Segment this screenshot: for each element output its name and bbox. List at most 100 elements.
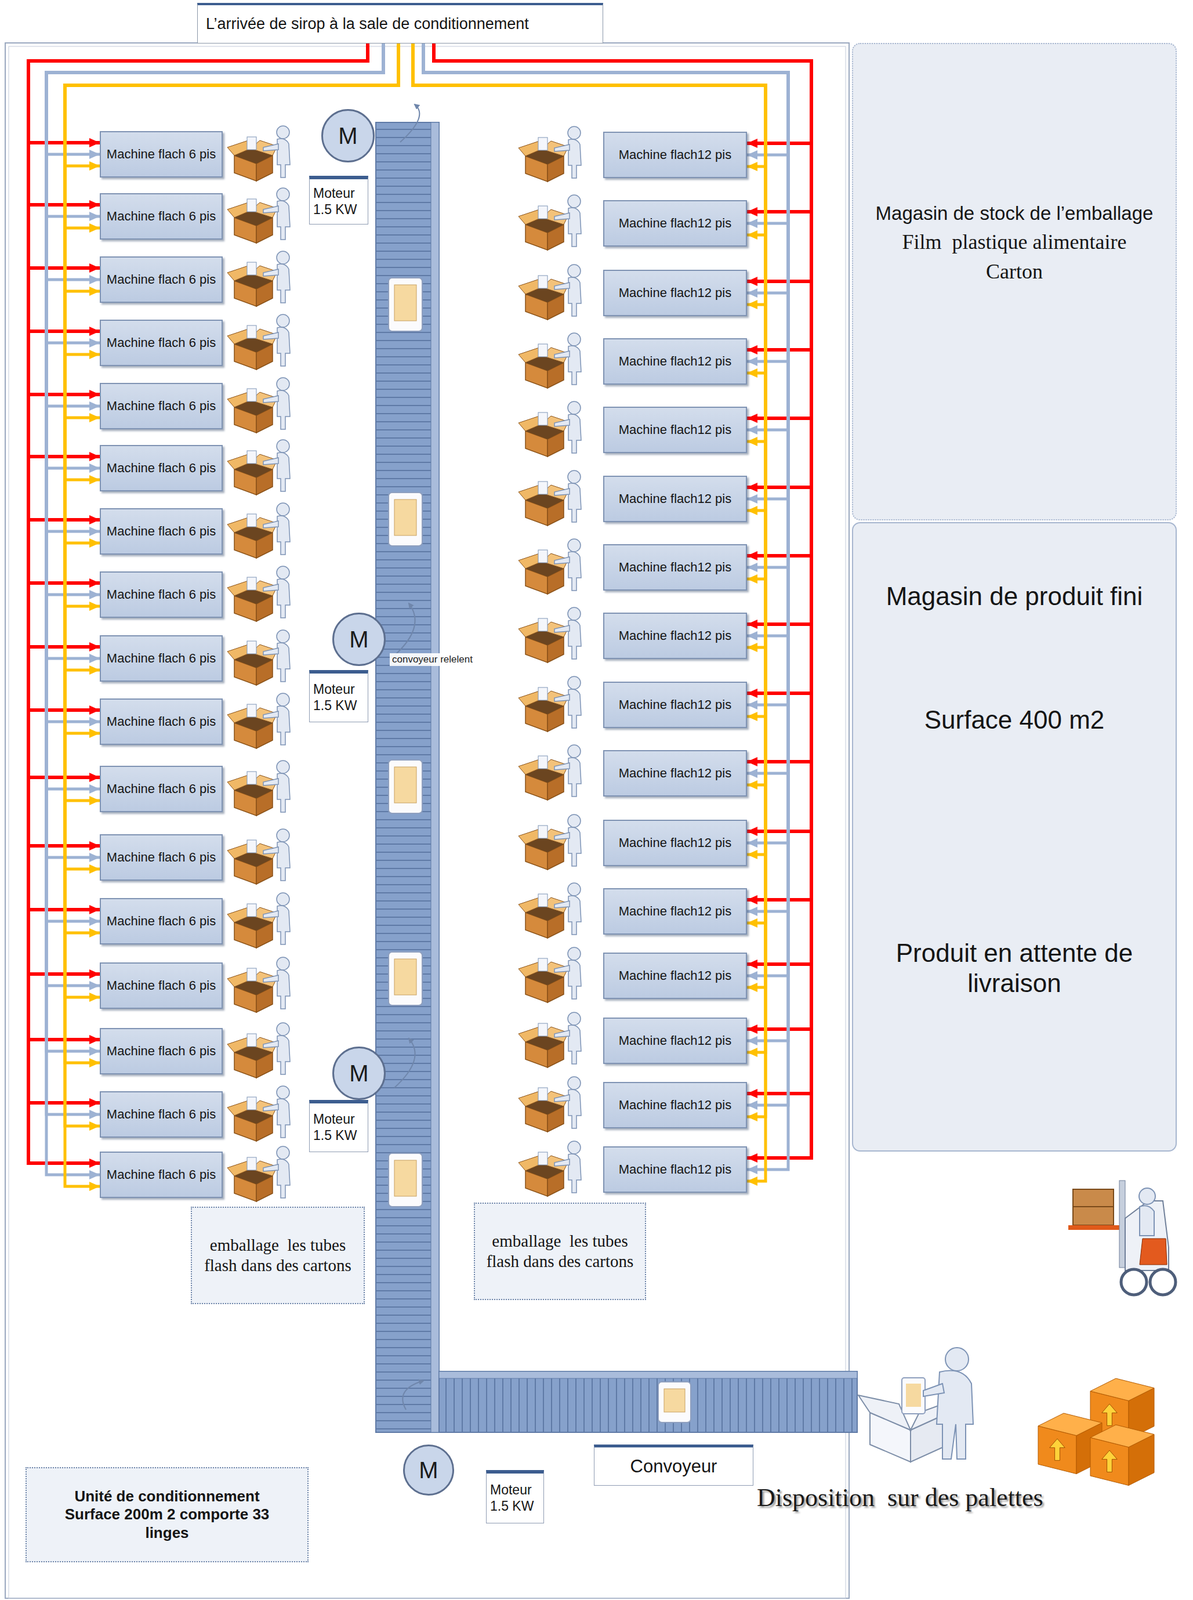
node-text: Machine flach 6 pis	[106, 398, 216, 414]
syrup-pipe	[433, 43, 812, 1029]
syrup-pipe	[412, 43, 766, 442]
syrup-pipe	[64, 43, 399, 1126]
node-text: Machine flach12 pis	[618, 147, 732, 163]
motor-circle: M	[321, 109, 375, 163]
syrup-pipe	[28, 43, 368, 268]
syrup-pipe	[412, 43, 766, 373]
motor-label-box: Moteur 1.5 KW	[309, 669, 369, 723]
syrup-pipe	[423, 43, 789, 430]
machine-box: Machine flach12 pis	[603, 612, 748, 659]
machine-box: Machine flach 6 pis	[99, 256, 223, 303]
syrup-pipe	[46, 43, 384, 722]
worker-icon	[518, 264, 582, 320]
syrup-pipe	[28, 43, 368, 457]
syrup-pipe	[412, 43, 766, 855]
machine-box: Machine flach12 pis	[603, 1146, 748, 1193]
syrup-pipe	[28, 43, 368, 647]
machine-box: Machine flach12 pis	[603, 475, 748, 522]
machine-box: Machine flach12 pis	[603, 131, 748, 179]
node-text: Machine flach 6 pis	[106, 586, 216, 603]
worker-icon	[518, 1012, 582, 1068]
machine-box: Machine flach 6 pis	[99, 897, 223, 945]
syrup-pipe	[28, 43, 368, 1163]
syrup-pipe	[28, 43, 368, 1040]
syrup-pipe	[423, 43, 789, 499]
syrup-pipe	[28, 43, 368, 974]
node-text: Magasin de stock de l’emballage	[875, 201, 1154, 226]
syrup-pipe	[433, 43, 812, 419]
worker-icon	[227, 1022, 290, 1078]
syrup-pipe	[46, 43, 384, 1051]
worker-icon	[227, 251, 290, 307]
node-text: emballage les tubes flash dans des carto…	[199, 1234, 357, 1276]
machine-box: Machine flach12 pis	[603, 819, 748, 866]
machine-box: Machine flach12 pis	[603, 749, 748, 797]
worker-icon	[518, 194, 582, 250]
node-text: Machine flach12 pis	[618, 559, 732, 575]
worker-icon	[227, 760, 290, 816]
node-text: Machine flach12 pis	[618, 697, 732, 713]
syrup-pipe	[64, 43, 399, 480]
note-box: emballage les tubes flash dans des carto…	[190, 1206, 365, 1304]
syrup-pipe	[423, 43, 789, 1170]
node-text: Machine flach12 pis	[618, 1032, 732, 1049]
node-text: Machine flach 6 pis	[106, 335, 216, 351]
syrup-pipe	[64, 43, 399, 355]
node-text: Machine flach 6 pis	[106, 1106, 216, 1122]
syrup-pipe	[28, 43, 368, 1103]
worker-icon	[518, 126, 582, 182]
syrup-pipe	[46, 43, 384, 343]
machine-box: Machine flach 6 pis	[99, 833, 223, 881]
syrup-pipe	[433, 43, 812, 488]
worker-icon	[518, 401, 582, 457]
syrup-pipe	[423, 43, 789, 293]
worker-icon	[518, 744, 582, 800]
storage-panel: Magasin de stock de l’emballageFilm plas…	[851, 42, 1177, 521]
node-text: Machine flach 6 pis	[106, 523, 216, 539]
syrup-pipe	[433, 43, 812, 282]
syrup-pipe	[412, 43, 766, 579]
syrup-pipe	[423, 43, 789, 912]
node-text: Machine flach12 pis	[618, 1097, 732, 1113]
node-text: Machine flach12 pis	[618, 1161, 732, 1177]
node-text: Machine flach12 pis	[618, 903, 732, 919]
syrup-pipe	[46, 43, 384, 595]
syrup-pipe	[46, 43, 384, 921]
machine-box: Machine flach 6 pis	[99, 571, 223, 618]
syrup-pipe	[423, 43, 789, 568]
syrup-pipe	[64, 43, 399, 1063]
worker-icon	[518, 1076, 582, 1132]
storage-panel: Magasin de produit finiSurface 400 m2Pro…	[851, 521, 1177, 1152]
machine-box: Machine flach12 pis	[603, 338, 748, 385]
node-text: Machine flach12 pis	[618, 422, 732, 438]
syrup-pipe	[28, 43, 368, 143]
machine-box: Machine flach 6 pis	[99, 444, 223, 492]
node-text: Machine flach 6 pis	[106, 781, 216, 797]
motor-label-box: Moteur 1.5 KW	[486, 1469, 545, 1524]
node-text: Machine flach 6 pis	[106, 913, 216, 929]
syrup-pipe	[64, 43, 399, 670]
worker-icon	[518, 607, 582, 663]
syrup-pipe	[433, 43, 812, 832]
machine-box: Machine flach 6 pis	[99, 1090, 223, 1138]
machine-box: Machine flach 6 pis	[99, 193, 223, 240]
product-on-conveyor	[658, 1381, 691, 1423]
node-text: M	[418, 1455, 438, 1484]
machine-box: Machine flach 6 pis	[99, 1151, 223, 1198]
machine-box: Machine flach12 pis	[603, 681, 748, 728]
syrup-pipe	[423, 43, 789, 636]
node-text: Moteur 1.5 KW	[313, 185, 365, 218]
syrup-pipe	[412, 43, 766, 988]
syrup-pipe	[46, 43, 384, 469]
syrup-pipe	[28, 43, 368, 778]
syrup-pipe	[64, 43, 399, 292]
node-text: Machine flach12 pis	[618, 491, 732, 507]
syrup-pipe	[46, 43, 384, 532]
worker-icon	[227, 1146, 290, 1202]
syrup-pipe	[433, 43, 812, 1094]
note-box: emballage les tubes flash dans des carto…	[473, 1202, 647, 1300]
node-text: Moteur 1.5 KW	[313, 1111, 365, 1144]
syrup-pipe	[433, 43, 812, 144]
node-text: Machine flach12 pis	[618, 628, 732, 644]
syrup-pipe	[412, 43, 766, 1117]
